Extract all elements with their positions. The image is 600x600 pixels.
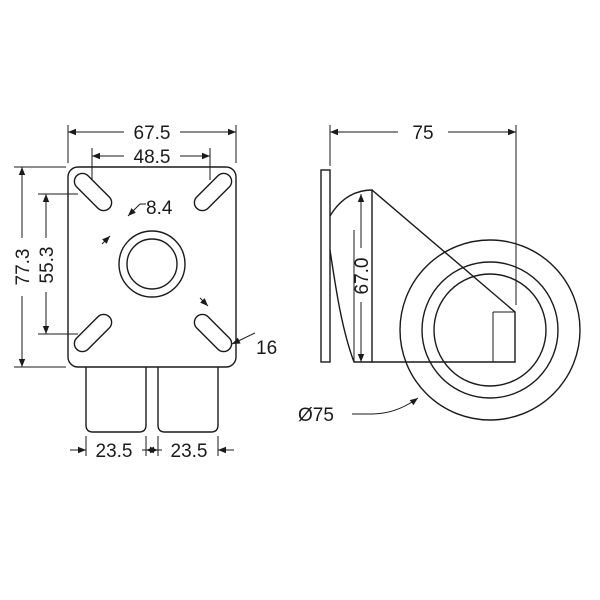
slot-bottom-right bbox=[193, 313, 233, 353]
wheel-right bbox=[157, 367, 219, 433]
dim-slot-length: 16 bbox=[199, 297, 277, 359]
dim-height: 67.0 bbox=[352, 194, 373, 362]
dim-wheel-width-left-label: 23.5 bbox=[96, 441, 133, 462]
dim-wheel-width-right-label: 23.5 bbox=[171, 441, 208, 462]
dim-offset-label: 75 bbox=[412, 123, 433, 144]
dim-plate-height: 77.3 bbox=[13, 166, 66, 368]
dim-wheel-diameter-label: Ø75 bbox=[298, 405, 334, 426]
slot-top-right bbox=[193, 172, 233, 212]
dim-offset: 75 bbox=[329, 123, 517, 305]
dim-hole-spacing-x: 48.5 bbox=[91, 147, 211, 180]
wheel-outer bbox=[399, 239, 581, 421]
dim-plate-width-label: 67.5 bbox=[134, 123, 171, 144]
dim-slot-width: 8.4 bbox=[101, 198, 173, 245]
front-view: 67.5 48.5 77.3 55.3 bbox=[13, 123, 277, 462]
dim-hole-spacing-y-label: 55.3 bbox=[37, 247, 58, 284]
dim-plate-height-label: 77.3 bbox=[13, 249, 34, 286]
dim-plate-width: 67.5 bbox=[67, 123, 237, 163]
top-plate bbox=[67, 166, 237, 368]
side-plate bbox=[320, 169, 331, 363]
fork-arm bbox=[371, 189, 516, 363]
dim-wheel-widths: 23.5 23.5 bbox=[70, 436, 234, 462]
center-bore-outer bbox=[118, 230, 186, 298]
center-bore-inner bbox=[126, 238, 178, 290]
dim-slot-length-label: 16 bbox=[256, 338, 277, 359]
dim-hole-spacing-y: 55.3 bbox=[37, 193, 78, 335]
dim-height-label: 67.0 bbox=[352, 258, 373, 295]
dim-hole-spacing-x-label: 48.5 bbox=[134, 147, 171, 168]
side-view: 75 67.0 Ø75 bbox=[298, 123, 581, 426]
dim-slot-width-label: 8.4 bbox=[146, 198, 173, 219]
slot-bottom-left bbox=[73, 313, 113, 353]
slot-top-left bbox=[73, 172, 113, 212]
wheel-hub bbox=[433, 273, 547, 387]
wheel-left bbox=[85, 367, 147, 433]
wheel-rim bbox=[421, 261, 559, 399]
dim-wheel-diameter: Ø75 bbox=[298, 397, 419, 426]
